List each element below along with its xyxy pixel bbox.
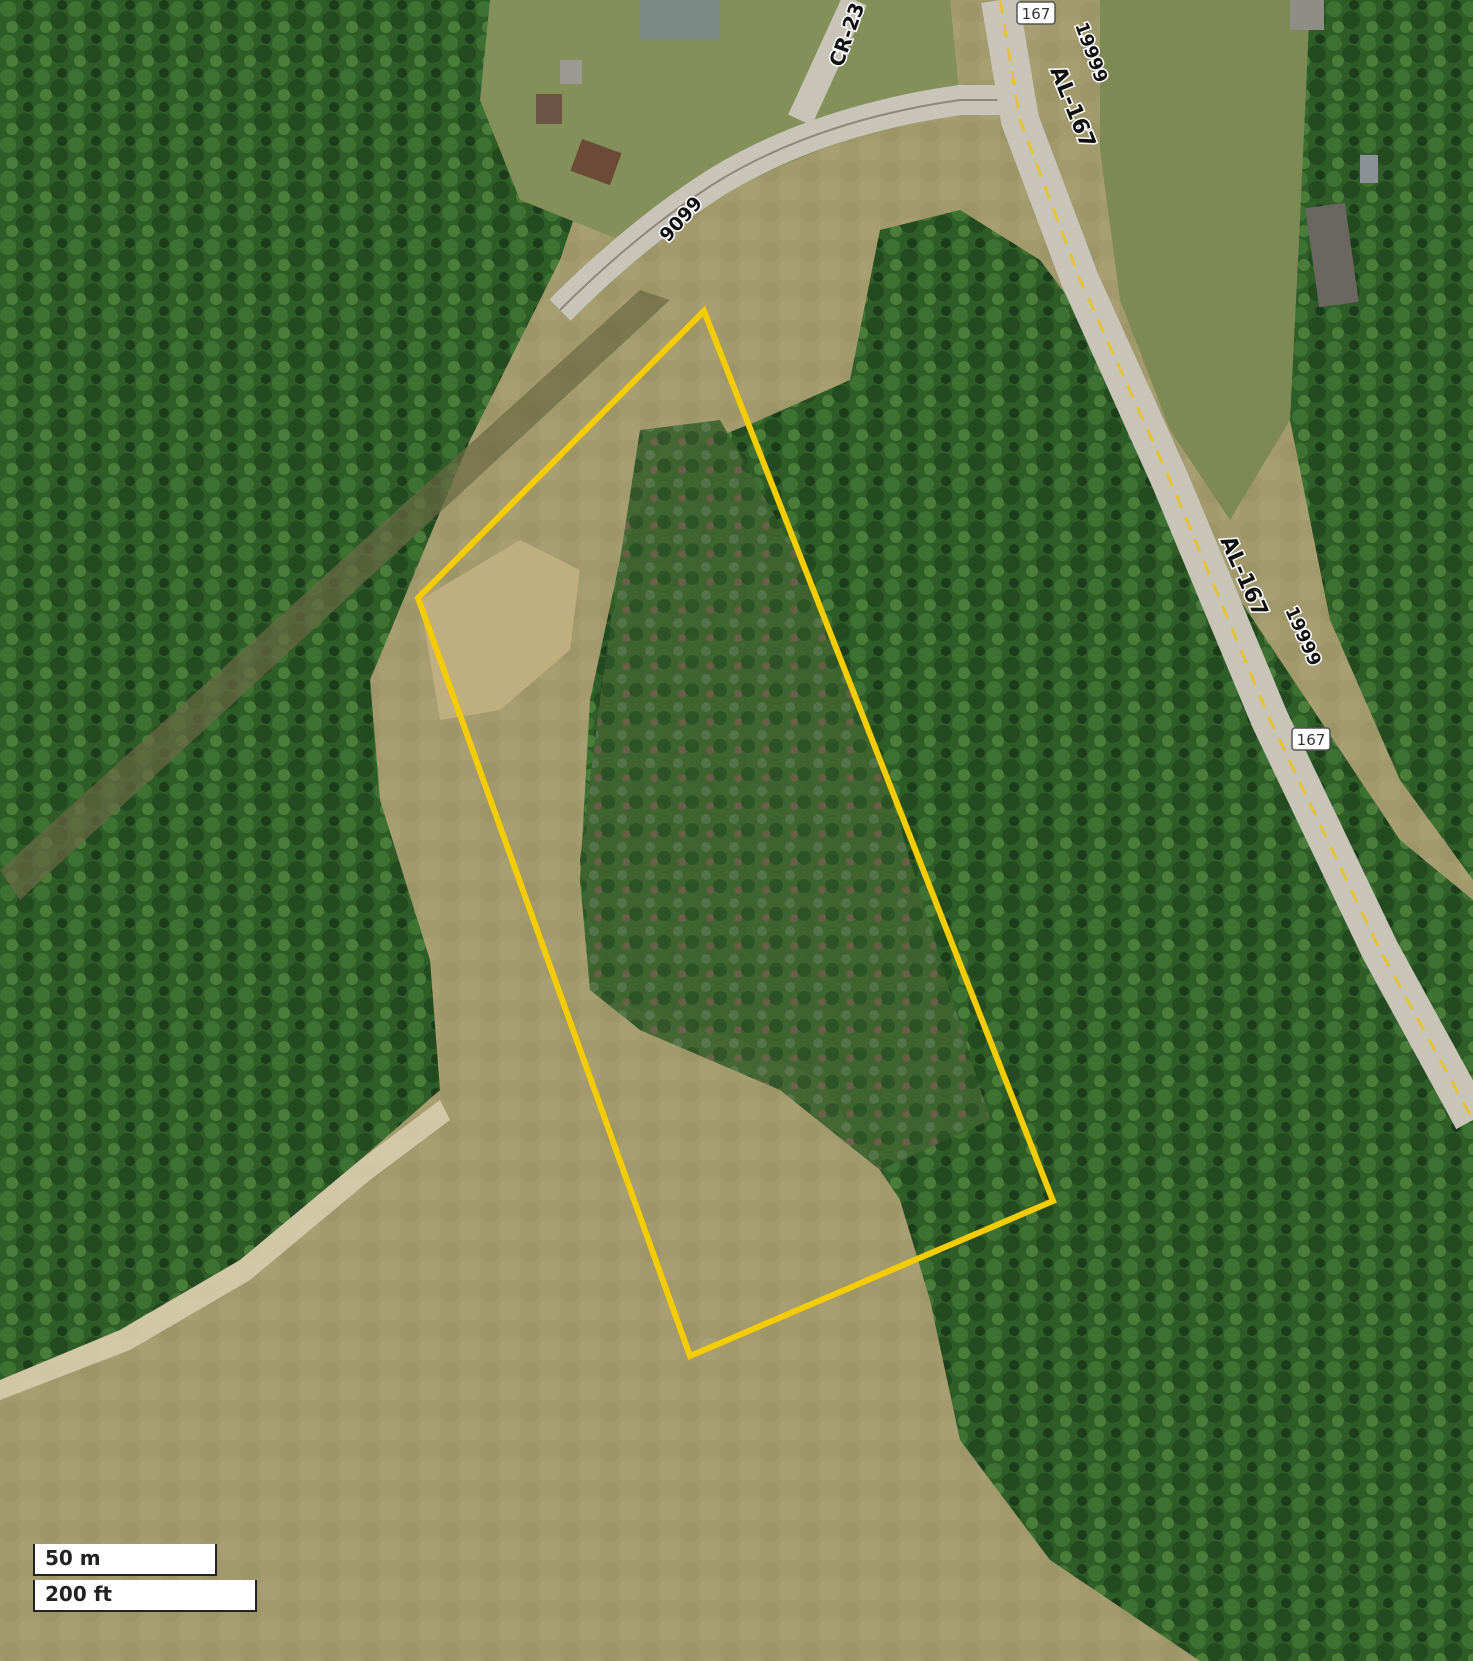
forest-west xyxy=(0,0,640,1380)
drainage-wash xyxy=(0,1100,450,1400)
property-boundary[interactable] xyxy=(414,305,1057,1361)
scale-bar-metric: 50 m xyxy=(33,1544,217,1576)
shed xyxy=(1360,155,1378,183)
house xyxy=(560,60,582,84)
house xyxy=(570,138,622,186)
clearing-northeast xyxy=(1100,0,1310,520)
brush-area xyxy=(580,420,990,1170)
svg-text:167: 167 xyxy=(1297,731,1326,749)
road-al167-centerline xyxy=(998,0,1473,1121)
road-9099-edge xyxy=(559,99,1000,311)
scale-metric-label: 50 m xyxy=(45,1546,101,1570)
road-cr23 xyxy=(788,0,867,126)
house xyxy=(1290,0,1324,30)
scale-bar-imperial: 200 ft xyxy=(33,1580,257,1612)
sandy-patch xyxy=(420,540,580,720)
scale-imperial-label: 200 ft xyxy=(45,1582,112,1606)
svg-text:167: 167 xyxy=(1022,5,1051,23)
route-shield-icon: 167 xyxy=(1291,727,1331,751)
house xyxy=(640,0,720,40)
house xyxy=(536,94,562,124)
route-shield-icon: 167 xyxy=(1016,1,1056,25)
powerline-corridor xyxy=(0,290,670,900)
barn xyxy=(1305,202,1359,308)
